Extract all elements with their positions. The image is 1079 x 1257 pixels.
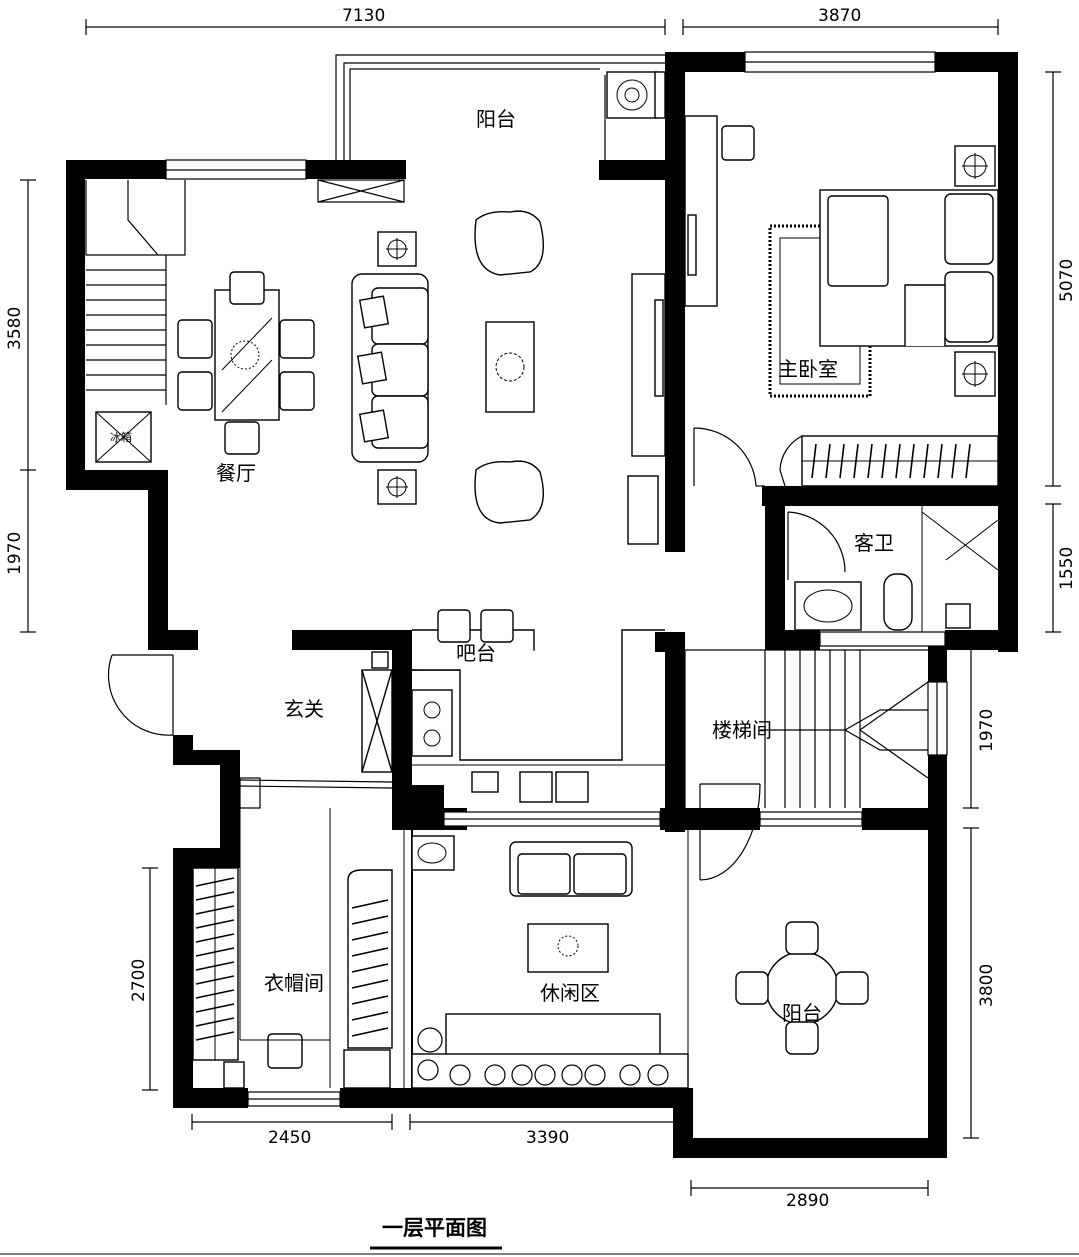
kitchen-stove — [411, 689, 453, 757]
guest-bath-door — [787, 511, 846, 580]
room-dining: 餐厅 — [216, 461, 256, 485]
windows — [165, 51, 948, 1107]
dim-bottom-right: 2890 — [786, 1191, 829, 1211]
dim-right-middle: 1550 — [1057, 547, 1077, 590]
shoe-cabinet — [361, 651, 393, 773]
fridge-label: 冰箱 — [110, 430, 132, 444]
room-master-bedroom: 主卧室 — [778, 357, 838, 381]
dim-bottom-left: 2450 — [268, 1128, 311, 1148]
room-bar: 吧台 — [456, 641, 496, 665]
room-foyer: 玄关 — [284, 697, 324, 721]
bath-fixtures — [794, 506, 999, 632]
dining-table — [214, 289, 280, 421]
lounge-basin — [411, 835, 455, 871]
bar-counter — [412, 609, 665, 761]
sofa — [351, 273, 429, 463]
dining-chairs — [177, 271, 315, 455]
entry-door — [107, 654, 174, 736]
dim-top-right: 3870 — [818, 6, 861, 26]
dim-left-lower: 1970 — [5, 532, 25, 575]
room-cloakroom: 衣帽间 — [264, 971, 324, 995]
dimension-lines — [20, 19, 1061, 1196]
room-balcony-top: 阳台 — [476, 107, 516, 131]
stairwell-steps — [684, 649, 929, 830]
round-table — [735, 921, 869, 1055]
dim-left-cloak: 2700 — [129, 959, 149, 1002]
stairwell-door — [699, 783, 761, 881]
nightstand-lamps — [954, 145, 996, 397]
dim-top-left: 7130 — [342, 6, 385, 26]
window-box — [317, 179, 405, 203]
lounge-table — [527, 923, 609, 973]
wardrobe — [801, 435, 999, 487]
cloakroom-shelves — [192, 808, 393, 1089]
dim-bottom-mid: 3390 — [526, 1128, 569, 1148]
dim-left-upper: 3580 — [5, 307, 25, 350]
tv-cabinet — [627, 273, 666, 545]
bedroom-desk — [684, 115, 755, 307]
planter-box — [411, 1013, 689, 1089]
cloakroom-sliding — [239, 777, 393, 809]
left-staircase — [85, 180, 186, 405]
lounge-sofa — [509, 841, 633, 897]
washing-machine — [606, 71, 666, 119]
kitchen-sinks — [471, 771, 589, 803]
fridge: 冰箱 — [95, 411, 152, 463]
bedroom-door — [693, 427, 803, 487]
dim-right-upper: 5070 — [1057, 259, 1077, 302]
room-stairwell: 楼梯间 — [712, 718, 772, 742]
room-guest-bath: 客卫 — [854, 531, 894, 555]
plan-title: 一层平面图 — [382, 1216, 487, 1240]
coffee-table — [485, 321, 535, 413]
dim-right-stair: 1970 — [977, 709, 997, 752]
balcony-parapet — [335, 54, 665, 160]
bed — [819, 189, 999, 347]
armchairs — [474, 210, 544, 524]
floor-lamps — [377, 231, 417, 505]
room-balcony-bottom: 阳台 — [782, 1001, 822, 1025]
dim-right-lower: 3800 — [977, 964, 997, 1007]
room-lounge: 休闲区 — [540, 981, 600, 1005]
